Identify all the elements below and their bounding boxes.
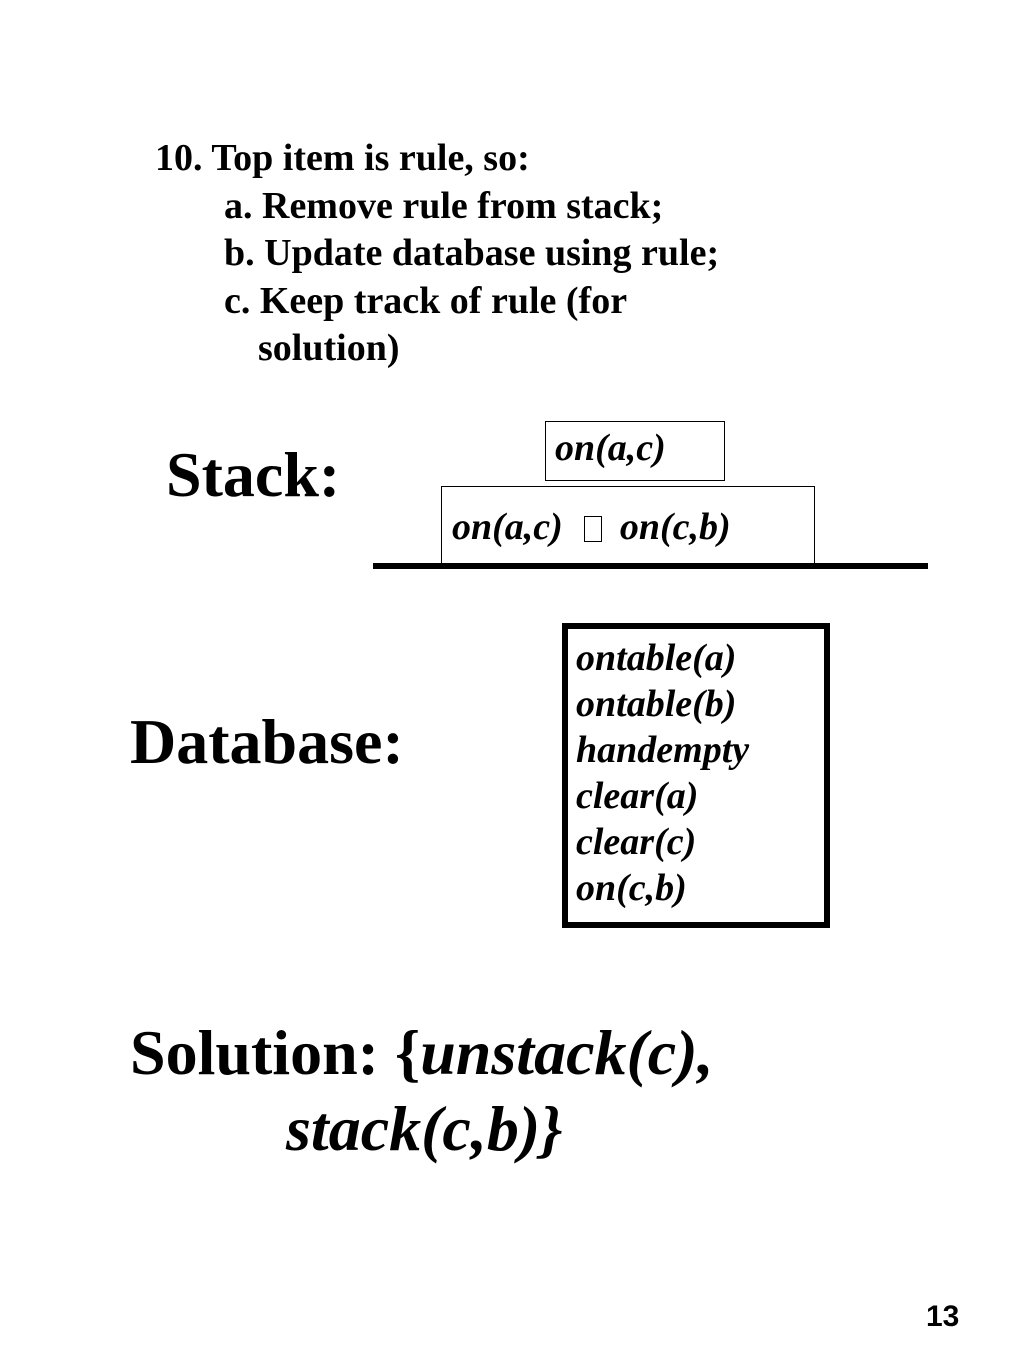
step-heading: 10. Top item is rule, so:	[155, 137, 530, 179]
step-item-a: a. Remove rule from stack;	[224, 185, 664, 227]
page-number: 13	[926, 1300, 960, 1333]
stack-base-line	[373, 563, 928, 569]
solution-line-1: Solution: {unstack(c),	[130, 1015, 714, 1091]
solution-line-2: stack(c,b)}	[286, 1091, 562, 1167]
missing-glyph-icon	[584, 516, 603, 542]
stack-top-item: on(a,c)	[545, 421, 725, 481]
database-box: ontable(a) ontable(b) handempty clear(a)…	[562, 623, 830, 928]
stack-label: Stack:	[166, 439, 341, 510]
stack-bottom-left-text: on(a,c)	[452, 506, 563, 548]
database-item: clear(c)	[576, 821, 697, 863]
solution-second-action: stack(c,b)	[286, 1093, 541, 1164]
step-item-c-continued: solution)	[258, 327, 400, 369]
solution-close-brace: }	[540, 1093, 563, 1164]
step-item-b: b. Update database using rule;	[224, 232, 720, 274]
solution-first-action: unstack(c),	[420, 1017, 714, 1088]
stack-bottom-right-text: on(c,b)	[619, 506, 731, 548]
database-item: clear(a)	[576, 775, 699, 817]
stack-bottom-item: on(a,c) on(c,b)	[441, 486, 815, 566]
database-item: ontable(b)	[576, 683, 737, 725]
solution-open-brace: {	[394, 1017, 421, 1088]
database-item: on(c,b)	[576, 867, 687, 909]
database-item: handempty	[576, 729, 750, 771]
database-label: Database:	[130, 706, 404, 777]
stack-top-text: on(a,c)	[555, 427, 666, 469]
step-item-c: c. Keep track of rule (for	[224, 280, 628, 322]
database-item: ontable(a)	[576, 637, 737, 679]
solution-label: Solution:	[130, 1017, 379, 1088]
